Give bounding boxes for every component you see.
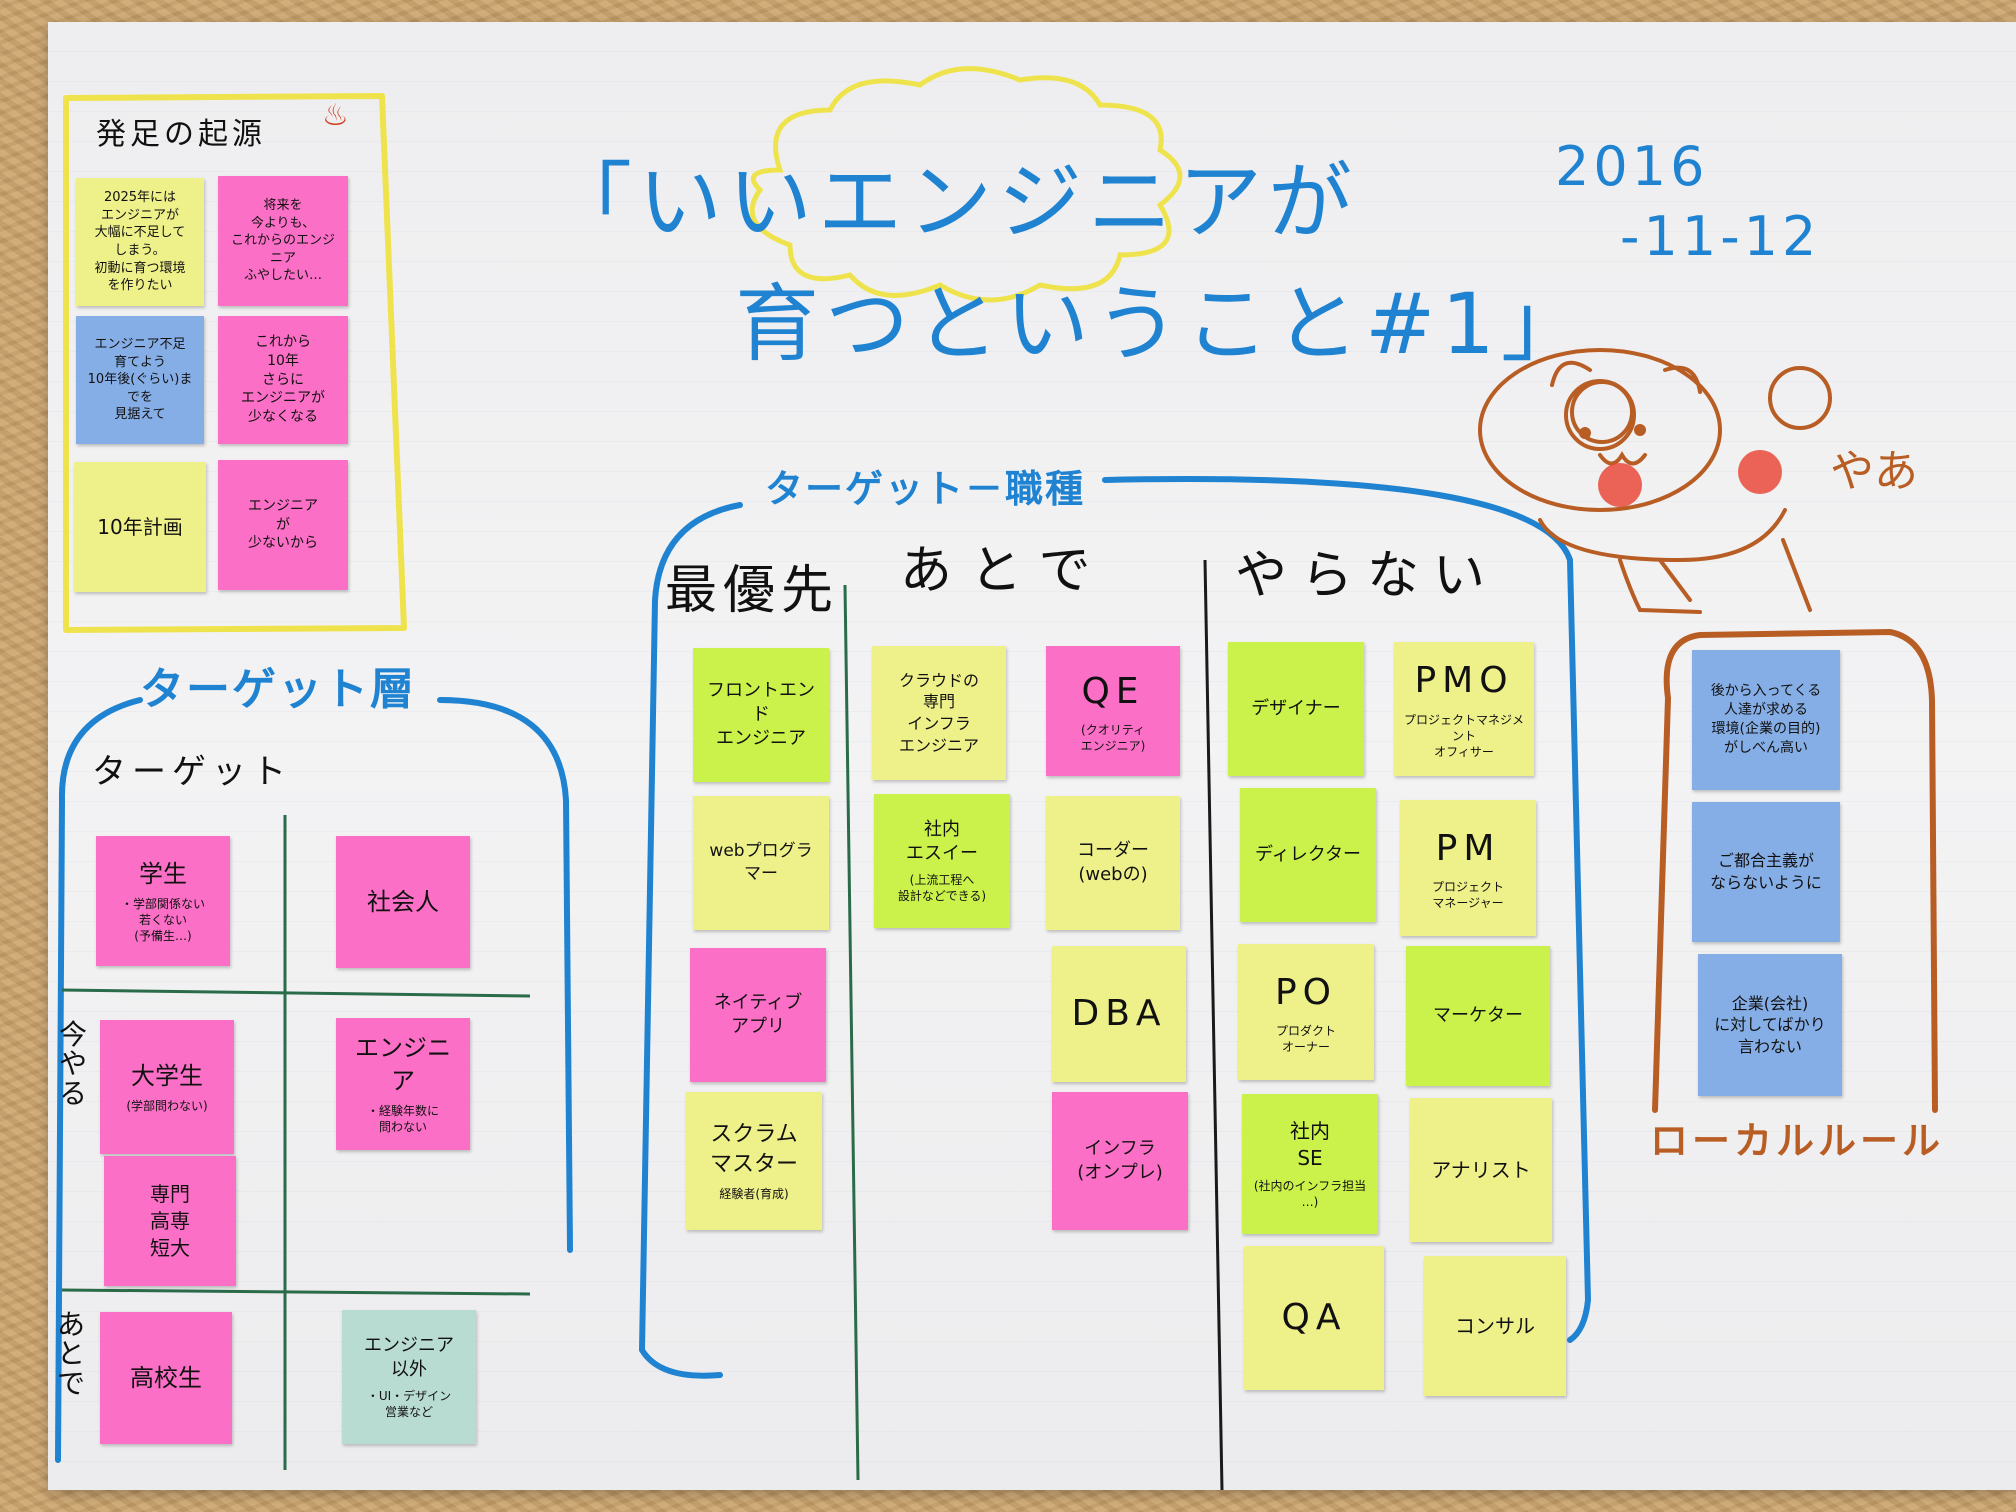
col-head-no: やらない bbox=[1235, 546, 1500, 606]
fire-icon: ♨ bbox=[322, 98, 349, 133]
job-note-scrum-master: スクラム マスター経験者(育成) bbox=[686, 1092, 822, 1230]
origin-note-3: エンジニア不足 育てよう 10年後(ぐらい)までを 見据えて bbox=[76, 316, 204, 444]
origin-note-2: 将来を 今よりも、 これからのエンジニア ふやしたい… bbox=[218, 176, 348, 306]
target-note-high-school: 高校生 bbox=[100, 1312, 232, 1444]
job-note-frontend: フロントエンド エンジニア bbox=[693, 648, 829, 782]
origin-note-5: 10年計画 bbox=[74, 462, 206, 592]
date-year: 2016 bbox=[1555, 135, 1709, 198]
target-layer-subheading: ターゲット bbox=[92, 752, 292, 792]
job-note-director: ディレクター bbox=[1240, 788, 1376, 922]
row-label-now: 今やる bbox=[58, 1018, 87, 1110]
date-month-day: -11-12 bbox=[1620, 205, 1821, 268]
target-job-heading: ターゲット－職種 bbox=[765, 467, 1086, 511]
target-note-university: 大学生(学部問わない) bbox=[100, 1020, 234, 1154]
job-note-qa: QA bbox=[1244, 1246, 1384, 1390]
job-note-qe: QE(クオリティ エンジニア) bbox=[1046, 646, 1180, 776]
col-head-priority: 最優先 bbox=[665, 561, 840, 621]
title-line-2: 育つということ#1」 bbox=[735, 275, 1591, 373]
mascot-greeting: やあ bbox=[1830, 446, 1918, 497]
job-note-dba: DBA bbox=[1052, 946, 1186, 1082]
job-note-marketer: マーケター bbox=[1406, 946, 1550, 1086]
target-note-student: 学生・学部関係ない 若くない (予備生…) bbox=[96, 836, 230, 966]
local-rules-heading: ローカルルール bbox=[1650, 1119, 1945, 1163]
job-note-infra-onprem: インフラ (オンプレ) bbox=[1052, 1092, 1188, 1230]
origin-note-6: エンジニア が 少ないから bbox=[218, 460, 348, 590]
origin-heading: 発足の起源 bbox=[96, 117, 266, 152]
origin-note-1: 2025年には エンジニアが 大幅に不足して しまう。 初動に育つ環境 を作りた… bbox=[76, 178, 204, 306]
col-head-later: あとで bbox=[900, 541, 1109, 601]
title-line-1: 「いいエンジニアが bbox=[548, 153, 1359, 251]
job-note-internal-se-no: 社内 SE(社内のインフラ担当 …) bbox=[1242, 1094, 1378, 1234]
job-note-native-app: ネイティブ アプリ bbox=[690, 948, 826, 1082]
rule-note-3: 企業(会社) に対してばかり 言わない bbox=[1698, 954, 1842, 1096]
origin-note-4: これから 10年 さらに エンジニアが 少なくなる bbox=[218, 316, 348, 444]
job-note-analyst: アナリスト bbox=[1410, 1098, 1552, 1242]
job-note-consultant: コンサル bbox=[1424, 1256, 1566, 1396]
job-note-cloud-infra: クラウドの 専門 インフラ エンジニア bbox=[872, 646, 1006, 780]
target-note-working-adult: 社会人 bbox=[336, 836, 470, 968]
rule-note-1: 後から入ってくる 人達が求める 環境(企業の目的) がしべん高い bbox=[1692, 650, 1840, 790]
target-note-non-engineer: エンジニア 以外・UI・デザイン 営業など bbox=[342, 1310, 476, 1444]
target-note-engineer: エンジニア・経験年数に 問わない bbox=[336, 1018, 470, 1150]
job-note-coder: コーダー (webの) bbox=[1046, 796, 1180, 930]
job-note-designer: デザイナー bbox=[1228, 642, 1364, 776]
rule-note-2: ご都合主義が ならないように bbox=[1692, 802, 1840, 942]
row-label-later: あとで bbox=[56, 1308, 85, 1400]
target-note-vocational: 専門 高専 短大 bbox=[104, 1156, 236, 1286]
job-note-web-programmer: webプログラマー bbox=[693, 796, 829, 930]
job-note-internal-se: 社内 エスイー(上流工程へ 設計などできる) bbox=[874, 794, 1010, 928]
target-layer-heading: ターゲット層 bbox=[140, 664, 416, 715]
